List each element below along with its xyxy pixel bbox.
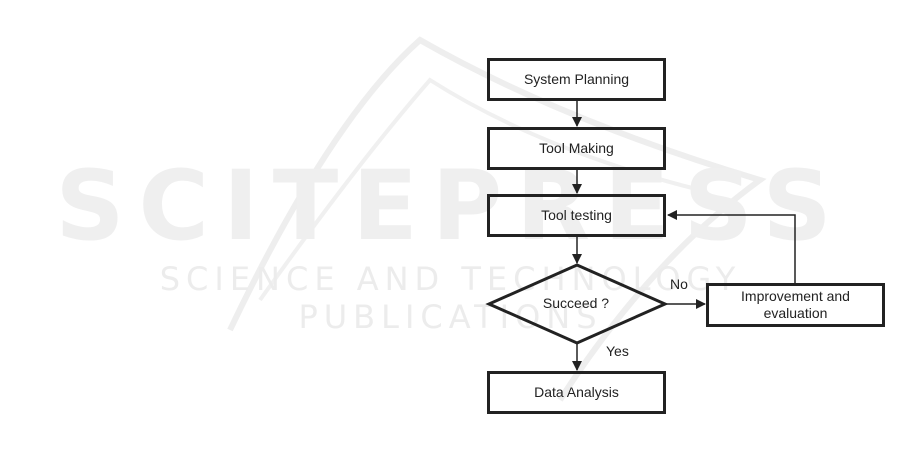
yes-label: Yes [606, 343, 629, 359]
tool-making-box: Tool Making [487, 127, 666, 170]
no-label: No [670, 276, 688, 292]
system-planning-box: System Planning [487, 58, 666, 101]
decision-label: Succeed ? [536, 295, 616, 311]
tool-testing-box: Tool testing [487, 194, 666, 237]
data-analysis-box: Data Analysis [487, 371, 666, 414]
arrow-improvement-to-testing [668, 215, 795, 283]
improvement-box: Improvement and evaluation [706, 283, 885, 327]
